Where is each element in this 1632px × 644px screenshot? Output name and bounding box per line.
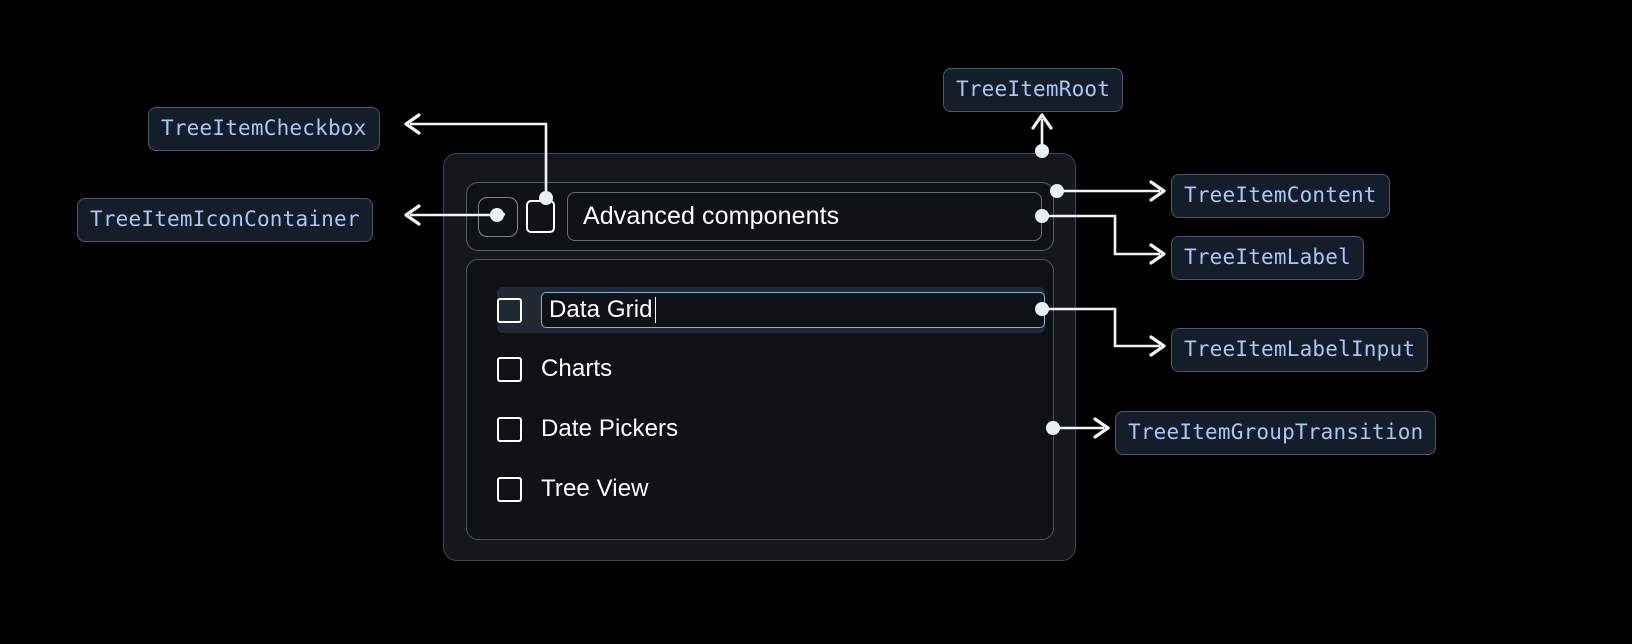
tree-item-root[interactable]: Advanced components Data Grid Charts Dat… <box>443 153 1076 561</box>
child-label-charts: Charts <box>541 355 613 382</box>
tree-item-child-row[interactable]: Date Pickers <box>497 406 1045 452</box>
annotation-tree-item-content: TreeItemContent <box>1171 174 1390 218</box>
annotation-tree-item-checkbox: TreeItemCheckbox <box>148 107 380 151</box>
tree-item-label-text: Advanced components <box>583 202 840 230</box>
child-checkbox-tree-view[interactable] <box>497 476 522 502</box>
tree-item-child-row[interactable]: Tree View <box>497 466 1045 512</box>
annotation-tree-item-label-input: TreeItemLabelInput <box>1171 328 1429 372</box>
tree-item-label-input[interactable]: Data Grid <box>541 292 1045 328</box>
connector-root <box>1031 113 1053 158</box>
child-checkbox-date-pickers[interactable] <box>497 416 522 442</box>
tree-item-group-transition: Data Grid Charts Date Pickers Tree View <box>466 259 1054 540</box>
tree-item-checkbox[interactable] <box>526 200 555 233</box>
tree-item-content[interactable]: Advanced components <box>466 182 1054 251</box>
annotation-tree-item-group-transition: TreeItemGroupTransition <box>1115 411 1437 455</box>
annotation-tree-item-icon-container: TreeItemIconContainer <box>77 198 373 242</box>
tree-item-label[interactable]: Advanced components <box>567 192 1042 241</box>
annotation-tree-item-label: TreeItemLabel <box>1171 236 1364 280</box>
tree-item-child-row[interactable]: Data Grid <box>497 287 1045 333</box>
tree-item-child-row[interactable]: Charts <box>497 346 1045 392</box>
text-caret <box>654 297 657 323</box>
chevron-down-icon <box>485 204 511 230</box>
child-label-tree-view: Tree View <box>541 475 649 502</box>
child-checkbox-charts[interactable] <box>497 356 522 382</box>
child-checkbox-data-grid[interactable] <box>497 297 522 323</box>
child-label-date-pickers: Date Pickers <box>541 415 679 442</box>
annotation-tree-item-root: TreeItemRoot <box>943 68 1124 112</box>
label-input-value: Data Grid <box>549 296 653 323</box>
tree-item-icon-container[interactable] <box>478 196 518 237</box>
